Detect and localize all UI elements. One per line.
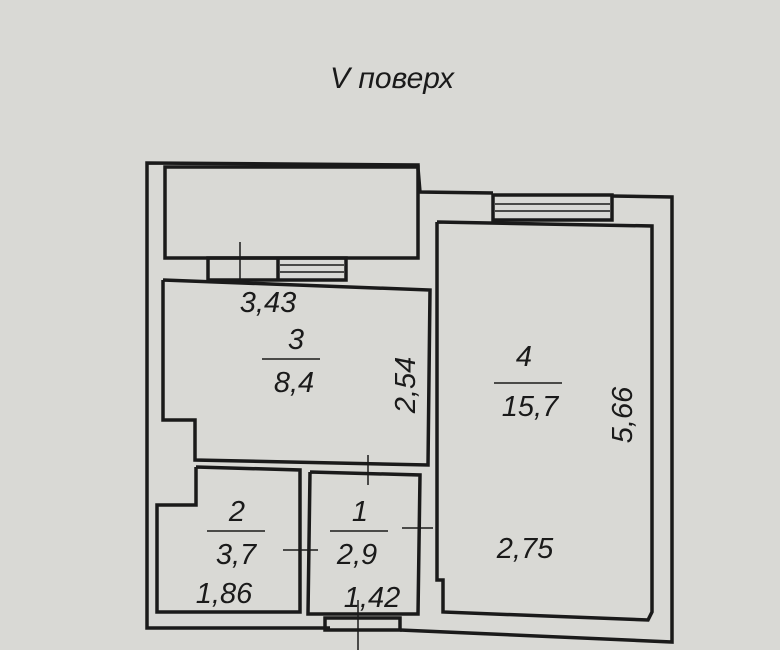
- room-4-width: 2,75: [496, 533, 554, 565]
- entrance-door: [323, 616, 402, 632]
- room-4-walls: [435, 220, 654, 622]
- room-2-number: 2: [228, 496, 245, 528]
- window: [491, 193, 614, 222]
- outer-wall-top-right: [416, 167, 494, 195]
- room-1-width: 1,42: [344, 582, 400, 614]
- room-4-number: 4: [516, 341, 532, 373]
- room-1-walls: [306, 470, 422, 616]
- room-4-length: 5,66: [607, 386, 639, 443]
- room-1-number: 1: [352, 496, 368, 528]
- room-3-width: 3,43: [240, 287, 296, 319]
- room-3-length: 2,54: [390, 357, 422, 414]
- room-3-walls: [161, 278, 432, 467]
- room-2-area: 3,7: [216, 539, 258, 571]
- room-3-area: 8,4: [274, 367, 314, 399]
- outer-wall-right: [399, 194, 674, 644]
- room-3-number: 3: [288, 324, 304, 356]
- balcony: [163, 165, 420, 260]
- room-2-walls: [155, 465, 302, 614]
- room-2-width: 1,86: [196, 578, 253, 610]
- room-4-area: 15,7: [502, 391, 560, 423]
- floor-title: V поверх: [330, 62, 455, 95]
- room-1-area: 2,9: [336, 539, 377, 571]
